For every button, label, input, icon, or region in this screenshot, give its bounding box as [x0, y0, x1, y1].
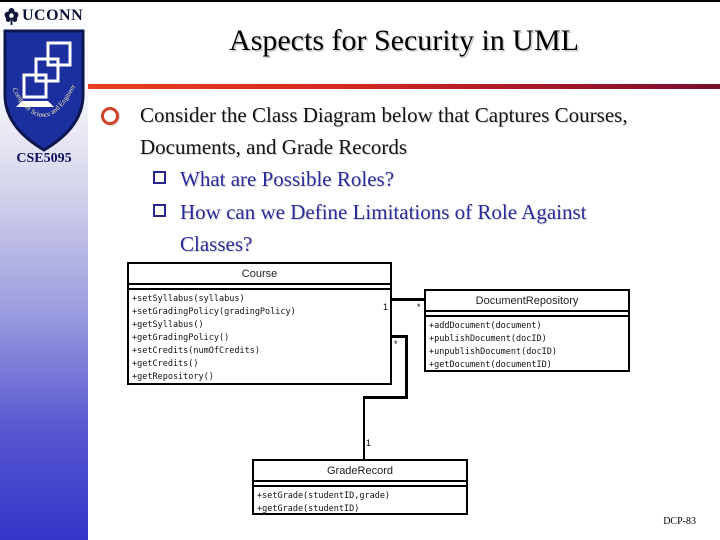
- method-row: +setCredits(numOfCredits): [132, 346, 260, 356]
- multiplicity-label: 1: [383, 302, 389, 312]
- sub-bullet-text-1: What are Possible Roles?: [180, 167, 395, 191]
- left-gradient-bar: UCONN Computer Science and Engineering C…: [0, 2, 88, 540]
- title-divider-rule: [88, 84, 720, 89]
- method-row: +setGrade(studentID,grade): [257, 491, 391, 501]
- uml-class-course: Course +setSyllabus(syllabus) +setGrading…: [127, 262, 392, 385]
- method-row: +getRepository(): [132, 372, 214, 382]
- method-row: +publishDocument(docID): [429, 334, 547, 344]
- method-row: +getGradingPolicy(): [132, 333, 230, 343]
- multiplicity-label: *: [394, 339, 398, 349]
- shield-icon: Computer Science and Engineering: [0, 23, 85, 152]
- association-course-graderecord-seg3: [363, 396, 408, 399]
- uml-class-graderecord: GradeRecord +setGrade(studentID,grade) +g…: [252, 459, 468, 515]
- method-row: +unpublishDocument(docID): [429, 347, 557, 357]
- association-course-graderecord-seg1: [392, 335, 408, 338]
- uml-class-documentrepository: DocumentRepository +addDocument(document…: [424, 289, 630, 372]
- square-bullet-icon: [153, 171, 166, 184]
- method-row: +setGradingPolicy(gradingPolicy): [132, 307, 296, 317]
- slide-number-label: DCP-83: [663, 516, 696, 527]
- method-row: +getGrade(studentID): [257, 504, 360, 514]
- oak-leaf-icon: [4, 7, 19, 25]
- multiplicity-label: 1: [366, 438, 372, 448]
- association-course-docrepo: [392, 298, 426, 301]
- class-name: GradeRecord: [254, 461, 466, 482]
- method-list: +setGrade(studentID,grade) +getGrade(stud…: [254, 487, 466, 516]
- method-row: +getDocument(documentID): [429, 360, 552, 370]
- association-course-graderecord-seg4: [363, 398, 365, 459]
- course-code-label: CSE5095: [16, 151, 72, 166]
- square-bullet-icon: [153, 204, 166, 217]
- class-name: Course: [129, 264, 390, 285]
- circle-bullet-icon: [101, 107, 119, 125]
- association-course-graderecord-seg2: [405, 335, 408, 398]
- method-row: +setSyllabus(syllabus): [132, 294, 245, 304]
- method-row: +addDocument(document): [429, 321, 542, 331]
- cse-shield-logo: Computer Science and Engineering: [0, 23, 86, 153]
- attribute-compartment: [254, 482, 466, 487]
- sub-bullet-text-2: How can we Define Limitations of Role Ag…: [180, 200, 587, 256]
- class-name: DocumentRepository: [426, 291, 628, 312]
- attribute-compartment: [129, 285, 390, 290]
- uconn-logo: UCONN: [3, 5, 87, 27]
- method-row: +getCredits(): [132, 359, 199, 369]
- slide-title: Aspects for Security in UML: [229, 24, 579, 57]
- uconn-wordmark: UCONN: [22, 7, 84, 24]
- method-row: +getSyllabus(): [132, 320, 204, 330]
- attribute-compartment: [426, 312, 628, 317]
- method-list: +setSyllabus(syllabus) +setGradingPolicy(…: [129, 290, 390, 384]
- method-list: +addDocument(document) +publishDocument(d…: [426, 317, 628, 372]
- multiplicity-label: *: [417, 302, 421, 312]
- main-bullet-text: Consider the Class Diagram below that Ca…: [140, 103, 628, 159]
